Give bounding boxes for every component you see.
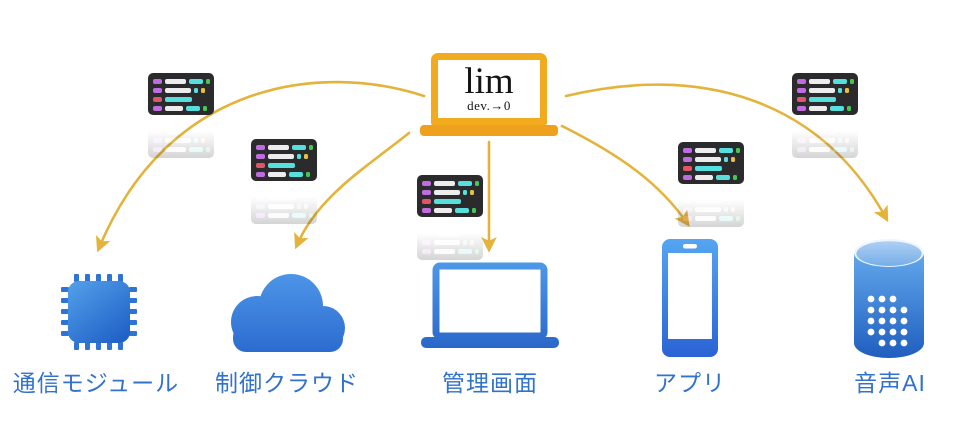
code-snippet-icon bbox=[148, 73, 214, 158]
node-label-voice: 音声AI bbox=[854, 370, 926, 396]
arrow-to-voice bbox=[564, 83, 889, 223]
code-snippet-icon bbox=[251, 139, 317, 224]
code-snippet-icon bbox=[792, 73, 858, 158]
smart-speaker-icon bbox=[854, 239, 924, 358]
code-snippet-icon bbox=[678, 142, 744, 227]
code-snippet-icon bbox=[417, 175, 483, 260]
arrow-to-module bbox=[95, 80, 426, 253]
node-label-cloud: 制御クラウド bbox=[215, 370, 359, 396]
smartphone-icon bbox=[662, 239, 718, 357]
lim-title: lim bbox=[464, 61, 514, 102]
lim-screen: lim dev.→0 bbox=[431, 53, 547, 125]
lim-laptop-base bbox=[420, 125, 558, 136]
arrow-to-cloud bbox=[294, 131, 411, 250]
node-label-app: アプリ bbox=[654, 370, 726, 396]
node-label-module: 通信モジュール bbox=[12, 370, 180, 396]
cloud-icon bbox=[231, 274, 345, 352]
laptop-icon bbox=[421, 262, 559, 348]
chip-icon bbox=[61, 274, 137, 350]
node-label-screen: 管理画面 bbox=[442, 370, 538, 396]
lim-laptop: lim dev.→0 bbox=[420, 53, 558, 136]
lim-subscript: dev.→0 bbox=[467, 98, 511, 113]
arrow-to-app bbox=[560, 124, 690, 227]
